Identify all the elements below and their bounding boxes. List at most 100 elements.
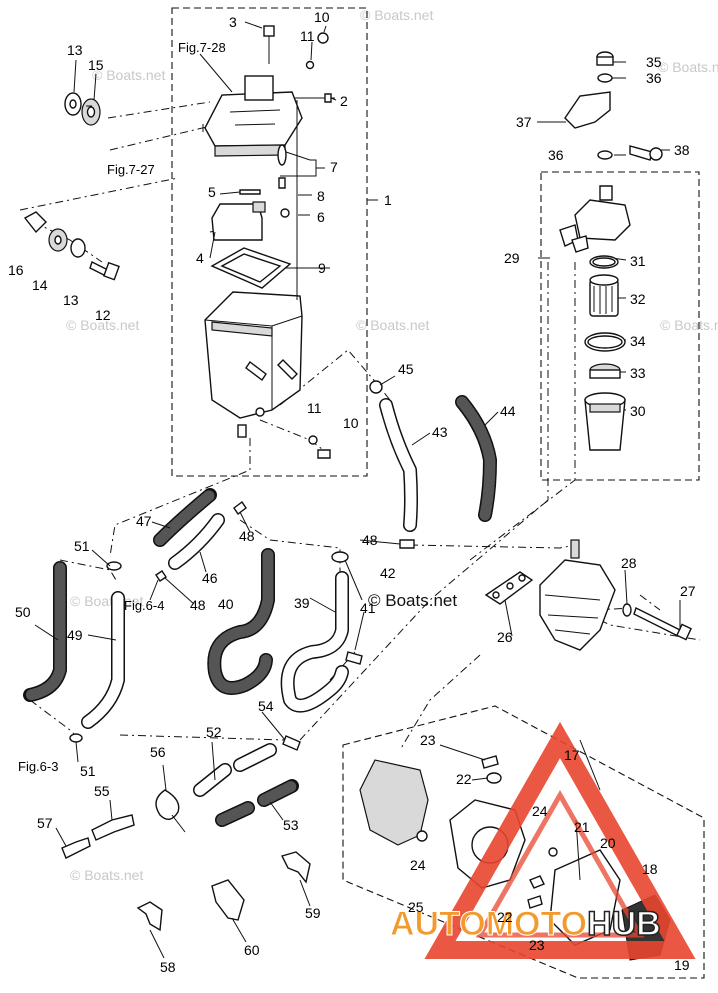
part-label: 15 xyxy=(88,57,104,73)
part-label: 29 xyxy=(504,250,520,266)
fig-ref: Fig.7-28 xyxy=(178,40,226,55)
part-label: 30 xyxy=(630,403,646,419)
part-label: 22 xyxy=(497,909,513,925)
part-label: 36 xyxy=(548,147,564,163)
watermark: © Boats.net xyxy=(660,317,718,333)
part-label: 40 xyxy=(218,596,234,612)
part-label: 36 xyxy=(646,70,662,86)
part-label: 48 xyxy=(362,532,378,548)
tank-group-box xyxy=(171,7,368,477)
part-label: 14 xyxy=(32,277,48,293)
clamp-59 xyxy=(280,851,311,884)
filter-head-29 xyxy=(574,199,631,241)
fig-ref: Fig.7-27 xyxy=(107,162,155,177)
logo-text-automoto: AUTOMOTO xyxy=(390,905,587,943)
part-label: 32 xyxy=(630,291,646,307)
bracket-37 xyxy=(564,91,611,129)
drain-nipple xyxy=(237,424,247,438)
part-label: 56 xyxy=(150,744,166,760)
clip-48c xyxy=(399,539,415,549)
part-label: 53 xyxy=(283,817,299,833)
part-label: 5 xyxy=(208,184,216,200)
pump-group-box xyxy=(342,705,705,979)
fig-ref: Fig.6-3 xyxy=(18,759,58,774)
nut-24a xyxy=(416,830,428,842)
part-label: 52 xyxy=(206,724,222,740)
screw-2 xyxy=(324,93,332,103)
part-label: 2 xyxy=(340,93,348,109)
watermark: © Boats.net xyxy=(658,59,718,75)
valve-22b xyxy=(529,875,545,889)
part-label: 11 xyxy=(300,28,315,44)
hoses xyxy=(23,395,497,827)
clip-51a xyxy=(106,561,122,571)
part-label: 50 xyxy=(15,604,31,620)
part-label: 22 xyxy=(456,771,472,787)
part-label: 48 xyxy=(190,597,206,613)
clip-48b xyxy=(155,570,167,582)
part-label: 51 xyxy=(80,763,96,779)
part-label: 11 xyxy=(307,400,322,416)
part-label: 28 xyxy=(621,555,637,571)
part-label: 19 xyxy=(674,957,690,973)
washer-36b xyxy=(597,150,613,160)
pump-nipple xyxy=(570,539,580,559)
clip-51b xyxy=(69,733,83,743)
part-label: 47 xyxy=(136,513,152,529)
screw-3 xyxy=(263,25,275,37)
fitting-left xyxy=(245,360,267,382)
washer-28 xyxy=(622,603,632,617)
fig-ref: Fig.6-4 xyxy=(124,598,164,613)
float-4 xyxy=(211,203,263,241)
part-labels: 1 2 3 4 5 6 7 8 9 10 10 11 11 12 13 13 1… xyxy=(8,9,696,975)
clip-54 xyxy=(282,735,301,751)
part-label: 10 xyxy=(343,415,359,431)
washer-11 xyxy=(305,60,315,70)
part-label: 44 xyxy=(500,403,516,419)
center-watermark: © Boats.net xyxy=(368,591,457,610)
part-label: 54 xyxy=(258,698,274,714)
part-label: 23 xyxy=(529,937,545,953)
part-label: 20 xyxy=(600,835,616,851)
cap-10 xyxy=(317,32,329,44)
screw-23b xyxy=(527,895,543,909)
part-label: 25 xyxy=(408,899,424,915)
part-label: 31 xyxy=(630,253,646,269)
part-label: 55 xyxy=(94,783,110,799)
part-label: 48 xyxy=(239,528,255,544)
part-label: 23 xyxy=(420,732,436,748)
watermark: © Boats.net xyxy=(70,593,143,609)
logo-triangle xyxy=(424,721,696,959)
connector-55 xyxy=(91,814,135,841)
part-label: 35 xyxy=(646,54,662,70)
cap-10b xyxy=(317,449,331,459)
part-label: 16 xyxy=(8,262,24,278)
filter-assembly xyxy=(559,51,663,451)
logo-text-hub: HUB xyxy=(587,905,661,943)
part-label: 41 xyxy=(360,600,376,616)
part-label: 6 xyxy=(317,209,325,225)
collar-16 xyxy=(23,211,47,234)
part-label: 4 xyxy=(196,250,204,266)
fitting-right xyxy=(277,359,298,380)
part-label: 34 xyxy=(630,333,646,349)
clip-48a xyxy=(233,500,247,516)
part-label: 21 xyxy=(574,819,590,835)
label-leaders xyxy=(34,21,681,959)
plug-57 xyxy=(61,837,91,859)
gasket-7 xyxy=(277,144,287,166)
part-label: 3 xyxy=(229,14,237,30)
part-label: 51 xyxy=(74,538,90,554)
part-label: 39 xyxy=(294,595,310,611)
watermark-layer: © Boats.net © Boats.net © Boats.net © Bo… xyxy=(66,7,718,883)
part-label: 57 xyxy=(37,815,53,831)
nut-24b xyxy=(548,847,558,857)
part-label: 7 xyxy=(330,159,338,175)
part-label: 13 xyxy=(67,42,83,58)
part-label: 17 xyxy=(564,747,580,763)
part-label: 10 xyxy=(314,9,330,25)
logo-text-a: AUTOMOTOHUB xyxy=(390,905,661,943)
clip-45 xyxy=(369,380,383,394)
